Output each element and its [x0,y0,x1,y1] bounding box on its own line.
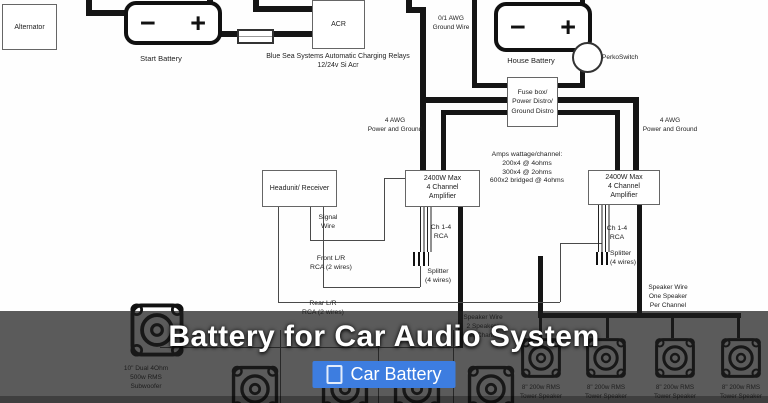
bottom-bar [0,396,768,403]
perko-switch [572,42,603,73]
wire-segment [556,110,618,115]
wire-segment [253,6,313,12]
splitter-right-label: Splitter (4 wires) [610,250,637,266]
wire-segment [310,205,311,240]
wire-segment [384,178,405,179]
wire-segment [560,243,561,302]
headunit-box: Headunit/ Receiver [262,170,337,207]
wire-segment [278,302,560,303]
wire-segment [556,97,638,103]
fuse-box-label: Fuse box/ Power Distro/ Ground Distro [511,88,554,115]
alternator-box: Alternator [2,4,57,50]
splitter-block-right [596,252,611,265]
wire-segment [406,7,426,13]
car-battery-button[interactable]: Car Battery [312,361,456,388]
wire-segment [444,110,508,115]
rca-bundle-left [420,205,432,252]
wire-segment [270,31,314,37]
wire-segment [278,205,279,302]
battery-minus-terminal: − [140,7,156,38]
wire-segment [207,31,237,37]
wire-segment [323,287,420,288]
wire-segment [633,97,639,170]
wire-segment [426,97,508,103]
splitter-block-left [413,252,429,266]
amplifier-left-label: 2400W Max 4 Channel Amplifier [423,175,462,200]
battery-plus-terminal: + [560,11,576,42]
inline-fuse [237,29,274,44]
wire-segment [86,0,92,16]
amplifier-right: 2400W Max 4 Channel Amplifier [588,170,660,205]
signal-wire-label: Signal Wire [318,214,338,230]
battery-icon [326,365,343,384]
wire-segment [420,266,421,287]
wire-segment [384,178,385,240]
wire-segment [310,240,385,241]
rca-bundle-right [598,203,610,252]
house-battery: − + [494,2,592,52]
acr-caption: Blue Sea Systems Automatic Charging Rela… [266,53,410,69]
amp-wattage-note: Amps wattage/channel: 200x4 @ 4ohms 300x… [489,151,565,185]
wire-segment [86,10,126,16]
battery-minus-terminal: − [510,11,526,42]
awg-right-label: 4 AWG Power and Ground [642,117,698,133]
amplifier-right-label: 2400W Max 4 Channel Amplifier [605,174,643,199]
acr-box: ACR [312,0,365,49]
car-battery-button-label: Car Battery [350,364,442,384]
start-battery: − + [124,1,222,45]
wire-segment [538,256,543,318]
headunit-label: Headunit/ Receiver [269,185,330,192]
fuse-box: Fuse box/ Power Distro/ Ground Distro [507,77,558,127]
wire-segment [406,0,412,13]
amplifier-left: 2400W Max 4 Channel Amplifier [405,170,480,207]
wire-segment [441,110,446,170]
speaker-wire-left [458,205,463,348]
speaker-wire-right [637,203,642,318]
wire-segment [323,205,324,287]
awg-left-label: 4 AWG Power and Ground [367,117,423,133]
page-title: Battery for Car Audio System [168,320,600,353]
ch14-left-label: Ch 1-4 RCA [430,224,452,240]
wire-segment [560,243,602,244]
alternator-label: Alternator [14,23,45,31]
ground-wire-label: 0/1 AWG Ground Wire [432,15,470,31]
perko-switch-label: PerkoSwitch [602,54,639,61]
battery-plus-terminal: + [190,7,206,38]
speaker-wire-right-label: Speaker Wire One Speaker Per Channel [648,284,688,309]
splitter-left-label: Splitter (4 wires) [424,268,452,284]
ground-wire [420,7,426,170]
start-battery-label: Start Battery [140,54,182,63]
front-rca-label: Front L/R RCA (2 wires) [310,255,352,271]
ch14-right-label: Ch 1-4 RCA [606,225,628,241]
title-banner-overlay: Battery for Car Audio System Car Battery [0,311,768,403]
acr-label: ACR [331,21,346,28]
wire-segment [615,110,620,170]
house-battery-label: House Battery [507,56,555,65]
